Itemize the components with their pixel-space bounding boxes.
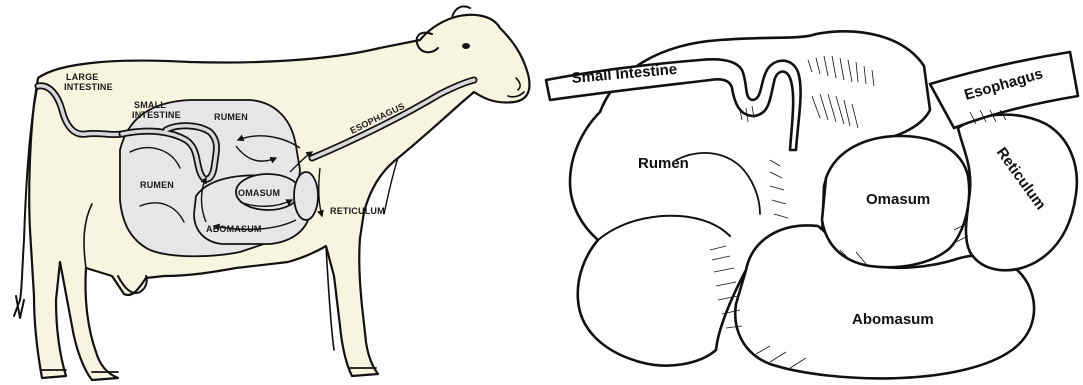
stomach-illustration: Small Intestine Esophagus Rumen Reticulu… [546,31,1078,378]
cow-eye [462,43,470,49]
reticulum-compartment [958,115,1077,271]
label-small-intestine-2: INTESTINE [132,110,181,120]
label-rumen-right: Rumen [638,155,689,172]
label-rumen-upper: RUMEN [214,112,248,122]
label-abomasum-right: Abomasum [852,311,934,328]
label-reticulum: RETICULUM [330,206,385,216]
label-large-intestine-1: LARGE [66,72,99,82]
tail-tuft [14,296,24,318]
label-rumen-lower: RUMEN [140,180,174,190]
label-abomasum: ABOMASUM [206,224,262,234]
label-large-intestine-2: INTESTINE [64,82,113,92]
reticulum-organ [294,172,318,220]
label-omasum: OMASUM [238,188,280,198]
label-omasum-right: Omasum [866,191,930,208]
label-small-intestine-1: SMALL [134,100,166,110]
